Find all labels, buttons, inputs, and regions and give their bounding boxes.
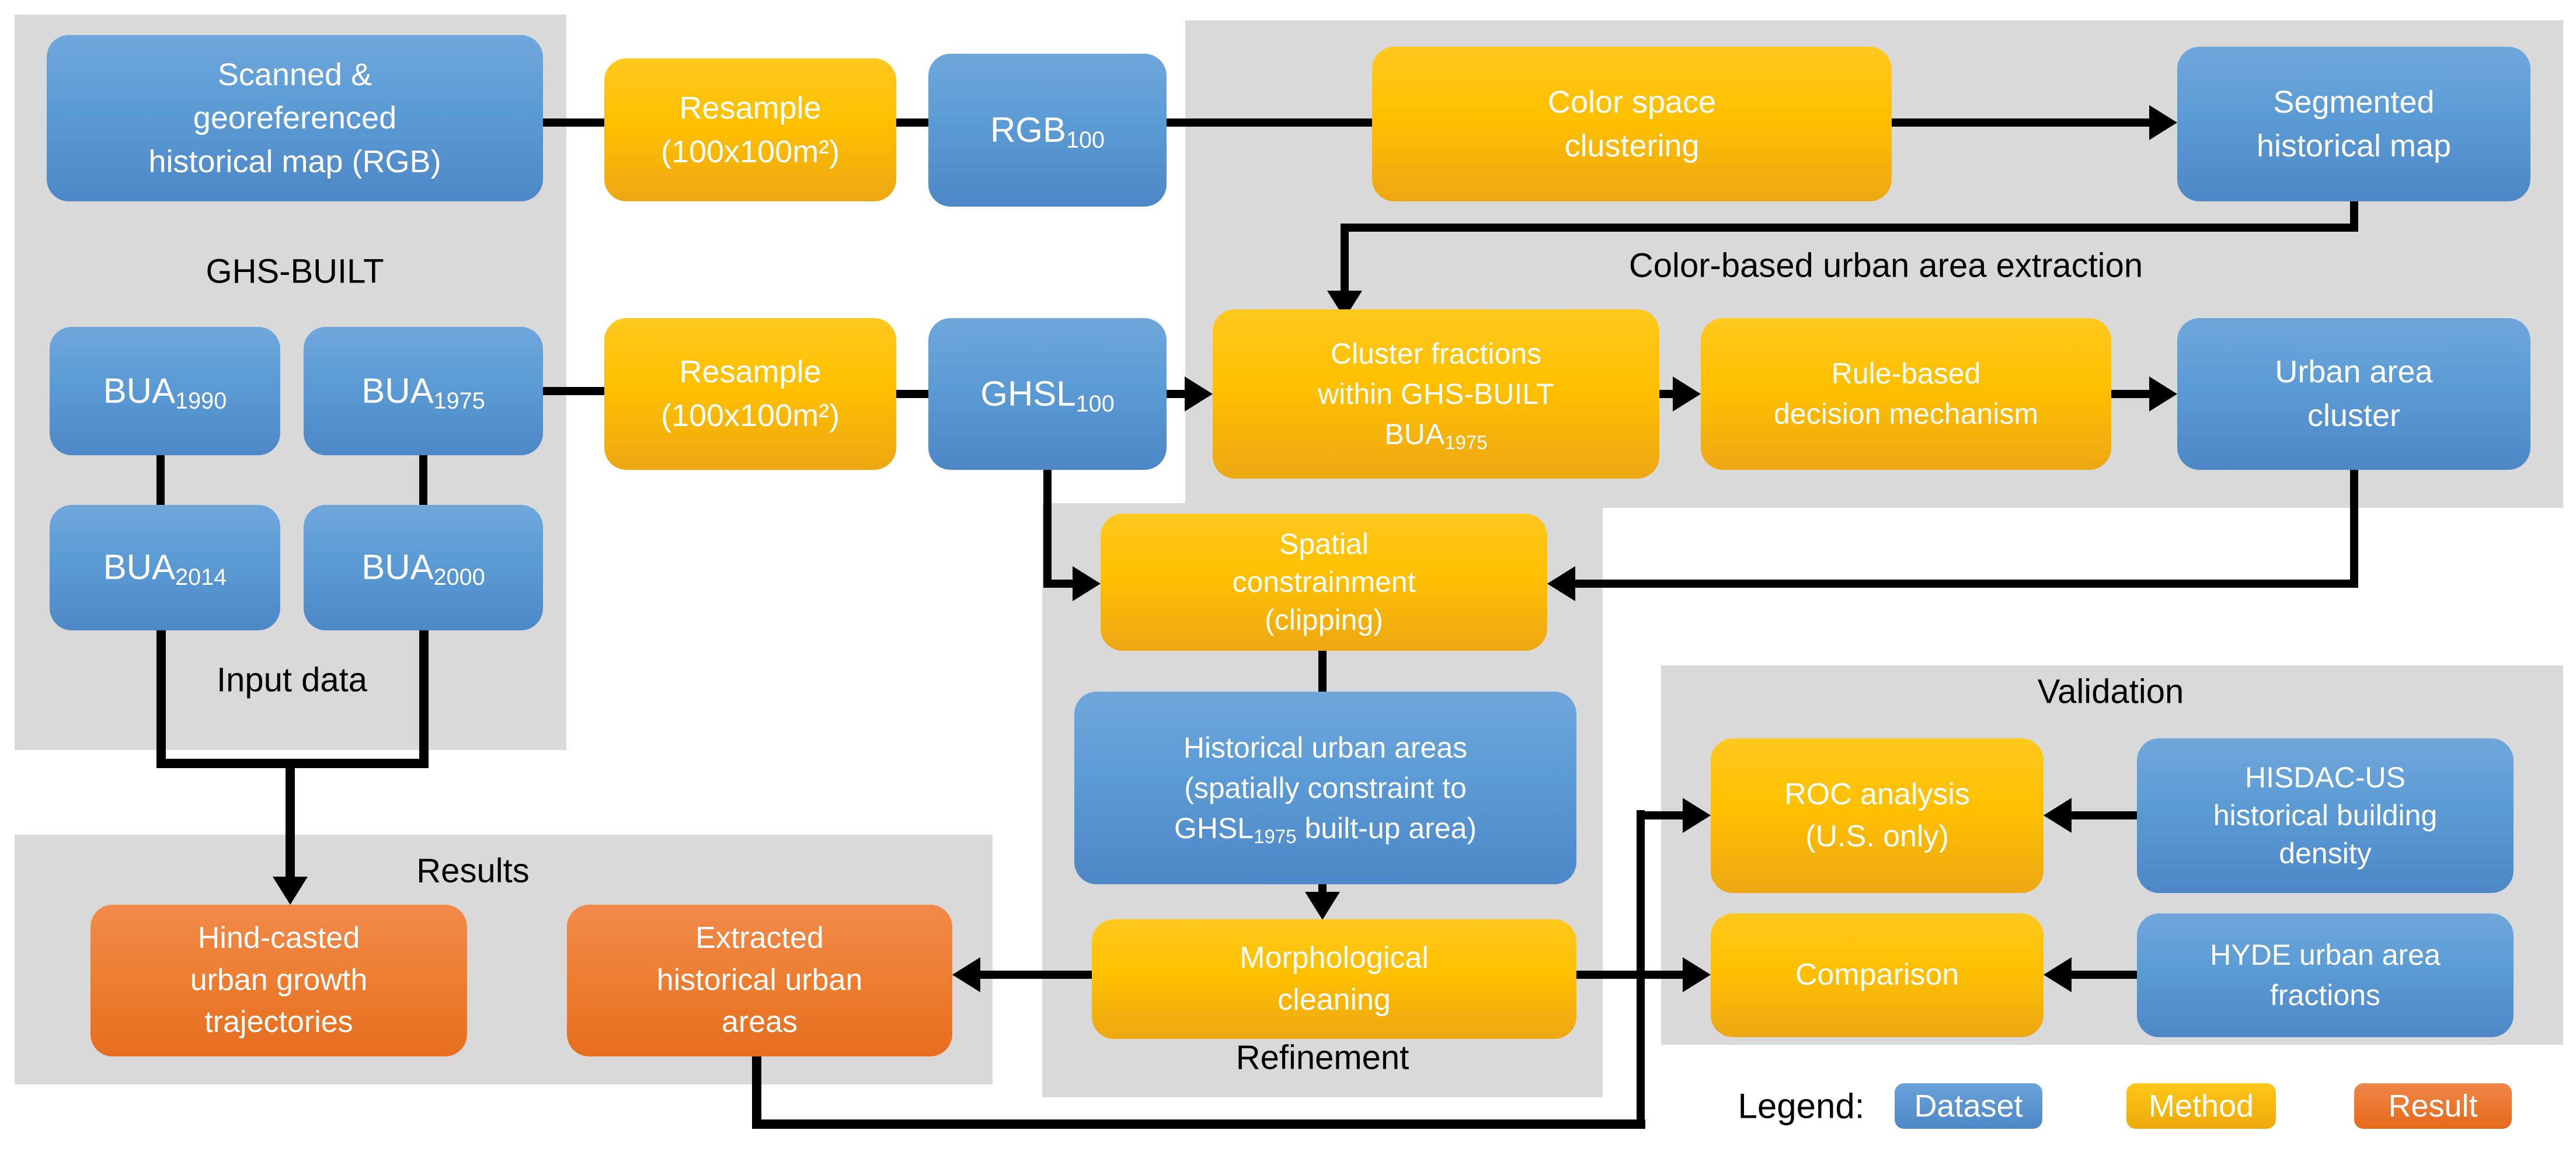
connector-extracted-down	[752, 1054, 761, 1129]
node-bua2000: BUA2000	[304, 505, 543, 630]
node-roc-analysis: ROC analysis (U.S. only)	[1711, 738, 2044, 893]
legend-dataset-swatch: Dataset	[1895, 1083, 2042, 1129]
legend-method-label: Method	[2148, 1089, 2254, 1124]
connector-segmented-horizontal	[1341, 224, 2358, 232]
node-resample-1: Resample (100x100m²)	[604, 58, 896, 201]
arrowhead-into-rulebased	[1673, 376, 1701, 411]
connector-hyde-comparison	[2071, 971, 2137, 979]
node-resample-2: Resample (100x100m²)	[604, 318, 896, 470]
legend-result-label: Result	[2388, 1089, 2478, 1124]
connector-rgb100-clustering	[1167, 118, 1372, 127]
node-bua2014: BUA2014	[50, 505, 280, 630]
connector-to-comparison	[1645, 971, 1683, 979]
connector-bottom-route	[752, 1119, 1645, 1129]
validation-label: Validation	[2037, 672, 2184, 711]
node-cluster-fractions: Cluster fractions within GHS-BUILT BUA19…	[1213, 309, 1659, 479]
arrowhead-into-hindcasted	[273, 877, 308, 905]
node-hindcasted-trajectories: Hind-casted urban growth trajectories	[90, 905, 467, 1056]
node-comparison: Comparison	[1711, 913, 2044, 1037]
connector-ghsl-cluster	[1167, 390, 1190, 398]
node-bua1975: BUA1975	[304, 327, 543, 455]
node-spatial-constrainment: Spatial constrainment (clipping)	[1101, 514, 1547, 651]
connector-resample1-rgb100	[896, 118, 928, 127]
connector-urban-down	[2350, 470, 2358, 588]
connector-morph-right	[1576, 971, 1645, 979]
node-morphological-cleaning: Morphological cleaning	[1092, 919, 1576, 1039]
node-scanned-map: Scanned & georeferenced historical map (…	[47, 35, 543, 201]
connector-bua1975-bua2000	[419, 455, 427, 505]
results-label: Results	[416, 852, 530, 890]
connector-ghsl-down	[1043, 470, 1052, 588]
connector-resample2-ghsl	[896, 390, 928, 398]
arrowhead-into-comparison	[1683, 957, 1711, 992]
connector-scanned-resample1	[543, 118, 604, 127]
legend-title: Legend:	[1738, 1086, 1865, 1126]
refinement-label: Refinement	[1235, 1038, 1409, 1077]
arrowhead-roc-from-hisdac	[2044, 798, 2072, 833]
connector-cluster-rule	[1659, 390, 1677, 398]
arrowhead-into-roc	[1683, 798, 1711, 833]
node-ghsl100: GHSL100	[928, 318, 1167, 470]
connector-clustering-segmented	[1892, 118, 2149, 127]
arrowhead-into-extracted	[952, 957, 980, 992]
node-rgb100: RGB100	[928, 54, 1167, 207]
arrowhead-into-spatial-left	[1073, 566, 1101, 601]
connector-rule-urban	[2111, 390, 2149, 398]
arrowhead-comparison-from-hyde	[2044, 957, 2072, 992]
node-extracted-urban-areas: Extracted historical urban areas	[567, 905, 952, 1056]
color-extraction-label: Color-based urban area extraction	[1628, 246, 2143, 285]
node-color-space-clustering: Color space clustering	[1372, 47, 1892, 201]
node-historical-urban-areas: Historical urban areas (spatially constr…	[1074, 692, 1576, 884]
connector-merge-stem	[286, 759, 295, 877]
node-hyde: HYDE urban area fractions	[2137, 913, 2514, 1037]
node-urban-area-cluster: Urban area cluster	[2177, 318, 2530, 470]
legend-dataset-label: Dataset	[1914, 1089, 2023, 1124]
node-bua1990: BUA1990	[50, 327, 280, 455]
connector-bua2014-down	[156, 630, 166, 768]
arrowhead-into-segmented	[2149, 105, 2177, 140]
connector-bua1975-resample2	[543, 387, 604, 395]
connector-bua1990-bua2014	[156, 455, 165, 505]
arrowhead-into-spatial-right	[1547, 566, 1575, 601]
connector-morph-extracted	[980, 971, 1092, 979]
legend-method-swatch: Method	[2126, 1083, 2276, 1129]
legend-result-swatch: Result	[2354, 1083, 2512, 1129]
connector-validation-vertical	[1637, 810, 1645, 1129]
node-hisdac: HISDAC-US historical building density	[2137, 738, 2514, 893]
node-rule-based: Rule-based decision mechanism	[1701, 318, 2111, 470]
arrowhead-into-clusterfractions	[1185, 376, 1213, 411]
connector-to-roc	[1637, 811, 1683, 819]
connector-urban-to-spatial	[1575, 580, 2358, 588]
ghs-built-label: GHS-BUILT	[206, 252, 384, 291]
connector-down-to-cluster	[1341, 224, 1349, 295]
connector-bua2000-down	[419, 630, 429, 768]
arrowhead-into-morphological	[1305, 892, 1340, 920]
connector-spatial-historical	[1318, 651, 1327, 693]
arrowhead-into-urbancluster	[2149, 376, 2177, 411]
input-data-label: Input data	[217, 661, 367, 699]
node-segmented-map: Segmented historical map	[2177, 47, 2530, 201]
connector-ghsl-to-spatial	[1043, 580, 1073, 588]
connector-hisdac-roc	[2071, 811, 2137, 819]
